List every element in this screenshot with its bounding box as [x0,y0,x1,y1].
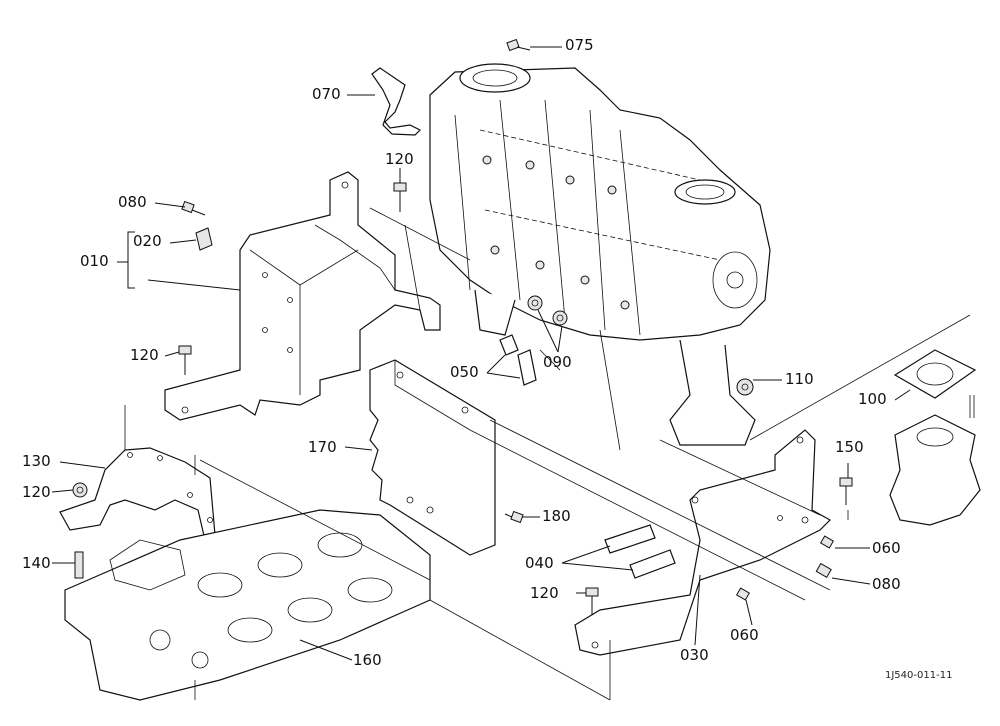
plate-020 [195,227,213,251]
callout-100: 100 [858,390,887,408]
nut-110 [736,378,754,396]
cylinder-head-160 [64,509,431,701]
callout-120-top: 120 [385,150,414,168]
exhaust-elbow [889,395,981,526]
bolt-075 [506,38,531,52]
bracket-030 [574,429,831,656]
callout-110: 110 [785,370,814,388]
bolt-080-upper [181,200,206,216]
callout-130: 130 [22,452,51,470]
nut-090 [527,295,568,326]
callout-060-lower: 060 [730,626,759,644]
callout-120-left: 120 [130,346,159,364]
callout-075: 075 [565,36,594,54]
clip-050 [499,334,537,386]
callout-150: 120 [22,483,51,501]
bolt-120-upper [393,182,407,212]
callout-070: 070 [312,85,341,103]
muffler-assembly [429,63,771,446]
bolt-180 [504,510,524,524]
callout-020: 020 [133,232,162,250]
clip-040 [604,524,676,579]
callout-050: 050 [450,363,479,381]
bolt-120-lower [585,587,599,615]
callout-090: 090 [543,353,572,371]
callout-140: 140 [22,554,51,572]
stud-140 [74,551,84,579]
assembly-lines [124,207,971,701]
bracket-070 [371,67,422,136]
callout-leaders [51,46,911,661]
callout-160: 160 [353,651,382,669]
bracket-010 [164,171,441,421]
callout-120-right: 150 [835,438,864,456]
callout-080-left: 080 [118,193,147,211]
bolt-120-right [839,477,853,505]
nut-150 [72,482,88,498]
callout-180: 180 [542,507,571,525]
callout-010: 010 [80,252,109,270]
callout-170: 170 [308,438,337,456]
callout-120-lower: 120 [530,584,559,602]
bolt-060-right [819,535,835,549]
gasket-100 [893,349,977,399]
bolt-120-left [178,345,192,375]
plate-170 [369,359,496,556]
drawing-reference-code: 1J540-011-11 [885,670,953,681]
callout-040: 040 [525,554,554,572]
callout-080-right: 080 [872,575,901,593]
bolt-080-right [815,562,832,579]
bolt-060-lower [735,587,751,601]
callout-030: 030 [680,646,709,664]
callout-060-right: 060 [872,539,901,557]
